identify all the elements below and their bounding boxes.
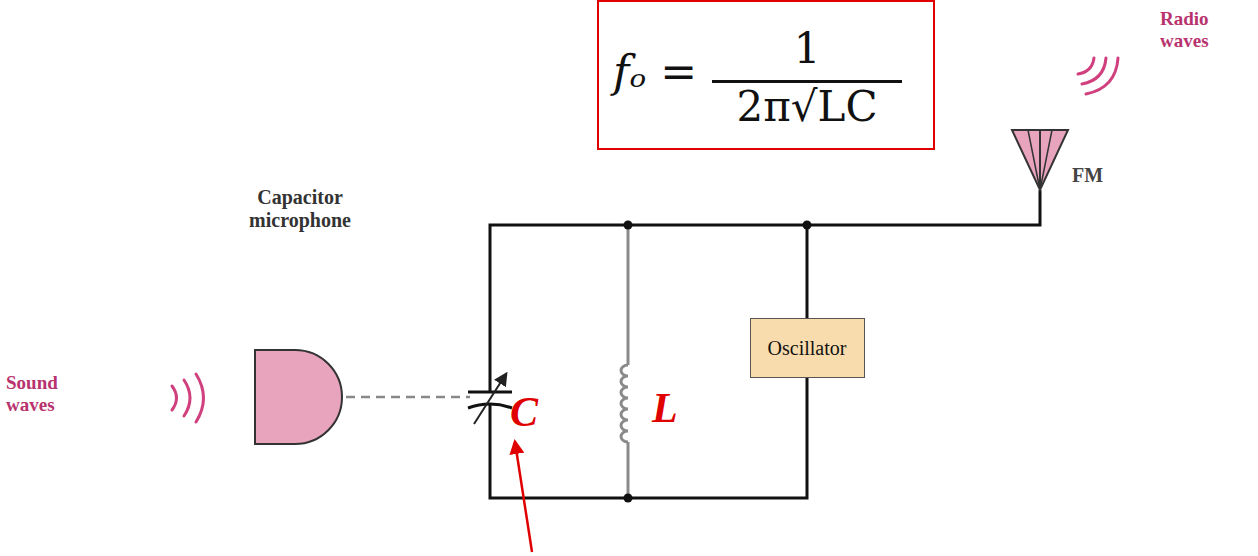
formula-numerator: 1	[712, 28, 902, 70]
component-label: L	[652, 384, 692, 432]
capacitor-microphone: Capacitor microphone	[222, 186, 378, 450]
oscillator-label: Oscillator	[768, 338, 847, 358]
radio-waves	[1078, 58, 1118, 94]
microphone-heading: Capacitor microphone	[222, 186, 378, 232]
circuit-wires	[490, 190, 1040, 498]
sound-waves	[172, 374, 204, 422]
fraction-bar	[712, 80, 902, 83]
wave-label: Sound waves	[6, 372, 86, 416]
formula-box: fₒ = 1 2π√LC	[597, 0, 935, 150]
antenna-label: FM	[1072, 164, 1132, 187]
mechanical-link	[346, 396, 470, 399]
wave-label: Radio waves	[1160, 8, 1246, 52]
formula-denominator: 2π√LC	[712, 86, 902, 128]
microphone-outline	[255, 350, 342, 444]
pointer-arrow	[515, 442, 532, 552]
inductor-coil	[621, 225, 628, 498]
oscillator-box: Oscillator	[750, 318, 865, 378]
variable-capacitor	[468, 374, 512, 424]
antenna-symbol	[1012, 130, 1068, 190]
microphone-shape	[250, 348, 360, 448]
component-label: C	[510, 388, 550, 436]
formula-lhs: fₒ =	[613, 50, 697, 94]
